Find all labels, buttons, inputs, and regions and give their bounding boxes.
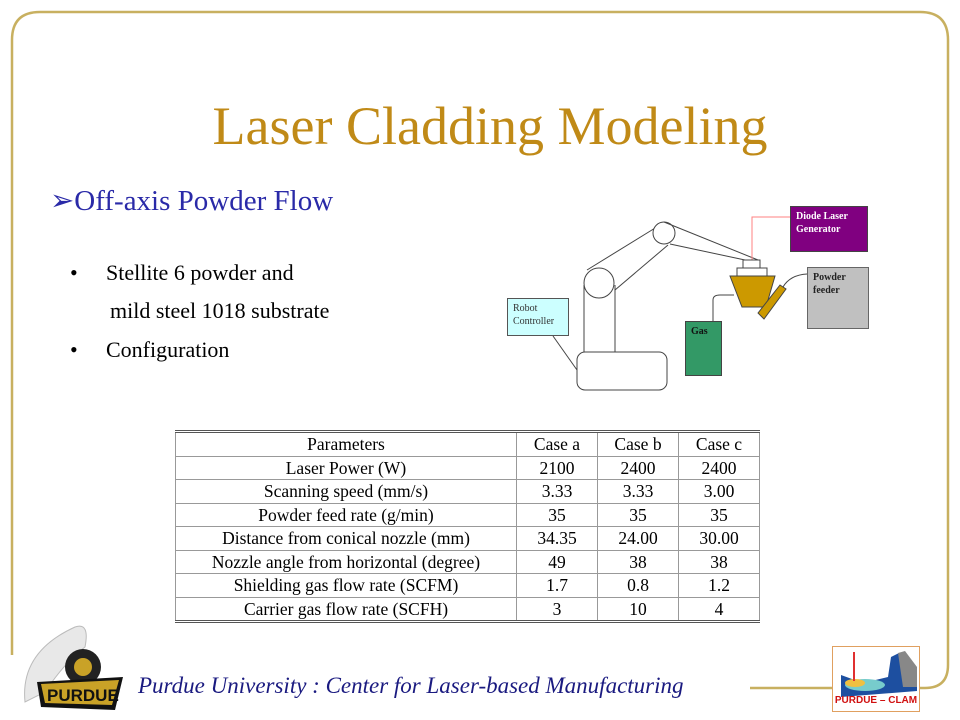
table-cell: 3 [516, 596, 598, 622]
robot-arm-drawing [552, 216, 808, 391]
diode-laser-generator-box: Diode Laser Generator [790, 206, 868, 252]
gas-tank-box: Gas [685, 321, 722, 376]
table-cell: 24.00 [597, 526, 679, 551]
table-cell: 10 [597, 596, 679, 622]
table-cell: 35 [678, 502, 760, 527]
bullet-marker: • [70, 260, 78, 285]
table-cell: 2100 [516, 455, 598, 480]
header-cell: Case b [597, 431, 679, 457]
table-cell: Scanning speed (mm/s) [175, 479, 517, 504]
bullet-text: Configuration [106, 337, 230, 362]
purdue-logo-text: PURDUE [47, 686, 119, 705]
purdue-clam-logo: PURDUE – CLAM [832, 646, 920, 712]
bullet-marker: • [70, 337, 78, 362]
laser-cladding-system-diagram: Robot Controller Diode Laser Generator P… [500, 200, 880, 400]
header-cell: Case c [678, 431, 760, 457]
purdue-train-logo: PURDUE [24, 625, 123, 710]
table-cell: 34.35 [516, 526, 598, 551]
table-cell: 0.8 [597, 573, 679, 598]
table-cell: 30.00 [678, 526, 760, 551]
table-cell: 2400 [597, 455, 679, 480]
bullet-text-continued: mild steel 1018 substrate [110, 298, 330, 323]
bullet-text: Stellite 6 powder and [106, 260, 294, 285]
table-cell: 3.33 [516, 479, 598, 504]
parameters-table: Parameters Case a Case b Case c Laser Po… [175, 430, 760, 623]
clam-logo-graphic [841, 651, 917, 697]
table-cell: Powder feed rate (g/min) [175, 502, 517, 527]
footer-text: Purdue University : Center for Laser-bas… [138, 673, 684, 698]
table-cell: 35 [516, 502, 598, 527]
table-cell: 35 [597, 502, 679, 527]
header-cell: Parameters [175, 431, 517, 457]
table-cell: 38 [597, 549, 679, 574]
robot-controller-box: Robot Controller [507, 298, 569, 336]
clam-logo-text: PURDUE – CLAM [834, 695, 918, 706]
slide-title: Laser Cladding Modeling [212, 96, 768, 156]
table-cell: Carrier gas flow rate (SCFH) [175, 596, 517, 622]
table-cell: 1.2 [678, 573, 760, 598]
section-heading: ➢Off-axis Powder Flow [50, 185, 334, 217]
table-cell: Nozzle angle from horizontal (degree) [175, 549, 517, 574]
table-cell: 49 [516, 549, 598, 574]
table-cell: Distance from conical nozzle (mm) [175, 526, 517, 551]
table-cell: Laser Power (W) [175, 455, 517, 480]
table-cell: Shielding gas flow rate (SCFM) [175, 573, 517, 598]
powder-feeder-box: Powder feeder [807, 267, 869, 329]
table-header-row: Parameters Case a Case b Case c [175, 431, 760, 457]
table-cell: 3.33 [597, 479, 679, 504]
table-cell: 3.00 [678, 479, 760, 504]
table-cell: 4 [678, 596, 760, 622]
table-cell: 38 [678, 549, 760, 574]
table-cell: 1.7 [516, 573, 598, 598]
header-cell: Case a [516, 431, 598, 457]
table-cell: 2400 [678, 455, 760, 480]
